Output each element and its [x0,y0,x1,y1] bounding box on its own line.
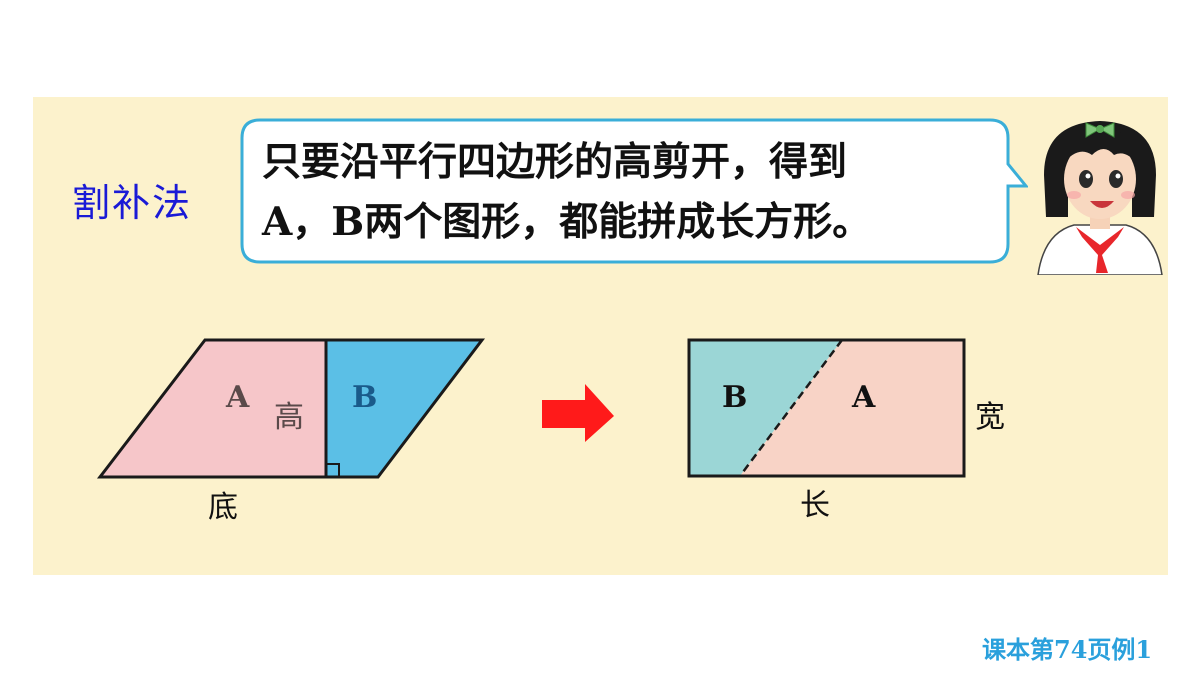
transform-arrow [542,384,614,442]
width-label: 宽 [975,400,1005,435]
textbook-reference: 课本第74页例1 [982,635,1153,664]
rectangle-piece-a [740,340,964,476]
base-label: 底 [208,490,238,525]
girl-illustration [1037,121,1163,275]
rectangle-label-a: A [852,380,876,415]
length-label: 长 [800,488,830,523]
bubble-line-2: A，B两个图形，都能拼成长方形。 [262,199,872,245]
parallelogram-piece-b [324,338,486,479]
bubble-line-1: 只要沿平行四边形的高剪开，得到 [262,139,848,185]
speech-bubble [240,118,1028,264]
rectangle-piece-b [689,340,842,476]
parallelogram-label-b: B [352,380,378,415]
bubble-text: 只要沿平行四边形的高剪开，得到 A，B两个图形，都能拼成长方形。 [262,132,1002,252]
height-label: 高 [274,400,304,435]
method-label: 割补法 [72,181,193,225]
rectangle-outline [687,338,966,478]
parallelogram-label-a: A [226,380,250,415]
diagonal-dashed-line [739,339,843,477]
rectangle-label-b: B [722,380,748,415]
right-angle-marker [326,463,340,477]
